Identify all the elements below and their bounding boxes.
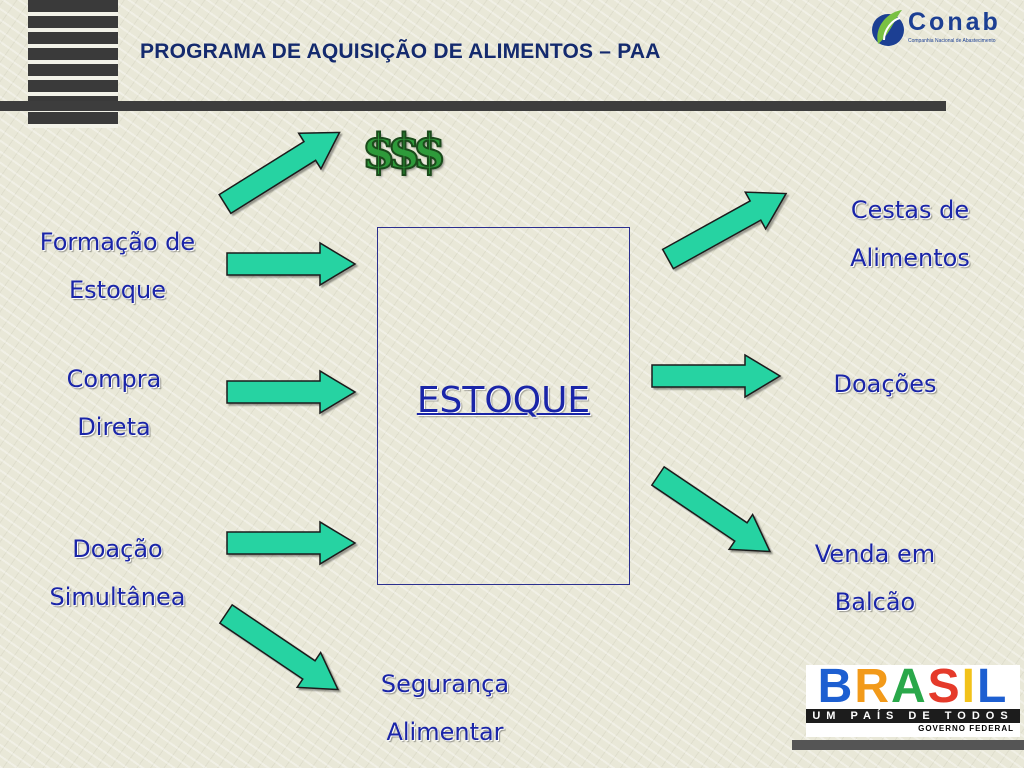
label-formacao-estoque: Formação de Estoque <box>0 218 235 314</box>
label-cestas-line1: Cestas de <box>850 196 970 224</box>
label-venda-line2: Balcão <box>834 588 916 616</box>
estoque-label: ESTOQUE <box>416 380 591 421</box>
conab-logo: Conab Companhia Nacional de Abasteciment… <box>870 4 1024 58</box>
label-cestas-alimentos: Cestas de Alimentos <box>795 186 1024 282</box>
label-seguranca-line2: Alimentar <box>386 718 504 746</box>
arrow-formacao-to-money <box>218 131 341 215</box>
label-doacoes: Doações <box>795 360 975 408</box>
arrow-estoque-to-doacoes <box>651 353 782 399</box>
label-venda-balcao: Venda em Balcão <box>760 530 990 626</box>
label-formacao-line1: Formação de <box>39 228 196 256</box>
conab-name: Conab <box>908 8 1001 36</box>
label-cestas-line2: Alimentos <box>850 244 970 272</box>
label-doacoes-line1: Doações <box>833 370 937 398</box>
page-title: PROGRAMA DE AQUISIÇÃO DE ALIMENTOS – PAA <box>140 40 661 63</box>
arrow-compra-to-estoque <box>226 369 357 415</box>
brasil-gov: GOVERNO FEDERAL <box>918 724 1014 733</box>
label-doacao-line2: Simultânea <box>49 583 186 611</box>
estoque-box <box>377 227 630 585</box>
conab-subtitle: Companhia Nacional de Abastecimento <box>908 38 996 44</box>
brasil-logo-shadow <box>792 740 1024 750</box>
brasil-slogan: UM PAÍS DE TODOS <box>806 709 1020 723</box>
arrow-estoque-to-venda <box>650 465 772 553</box>
arrow-doacao-to-estoque <box>226 520 357 566</box>
brasil-logo: BRASIL UM PAÍS DE TODOS GOVERNO FEDERAL <box>806 660 1020 737</box>
arrow-estoque-to-cestas <box>661 191 788 270</box>
header-rule <box>0 101 946 111</box>
conab-emblem-icon <box>872 10 904 46</box>
label-doacao-line1: Doação <box>72 535 163 563</box>
arrow-formacao-to-estoque <box>226 241 357 287</box>
label-compra-line2: Direta <box>77 413 151 441</box>
label-formacao-line2: Estoque <box>69 276 166 304</box>
label-compra-direta: Compra Direta <box>14 355 214 451</box>
label-compra-line1: Compra <box>66 365 162 393</box>
label-doacao-simultanea: Doação Simultânea <box>0 525 235 621</box>
brasil-word: BRASIL <box>817 660 1009 713</box>
label-seguranca-alimentar: Segurança Alimentar <box>330 660 560 756</box>
label-seguranca-line1: Segurança <box>380 670 510 698</box>
money-symbol: $$$ <box>361 123 447 181</box>
label-venda-line1: Venda em <box>814 540 936 568</box>
arrow-doacao-to-seguranca <box>218 603 340 691</box>
